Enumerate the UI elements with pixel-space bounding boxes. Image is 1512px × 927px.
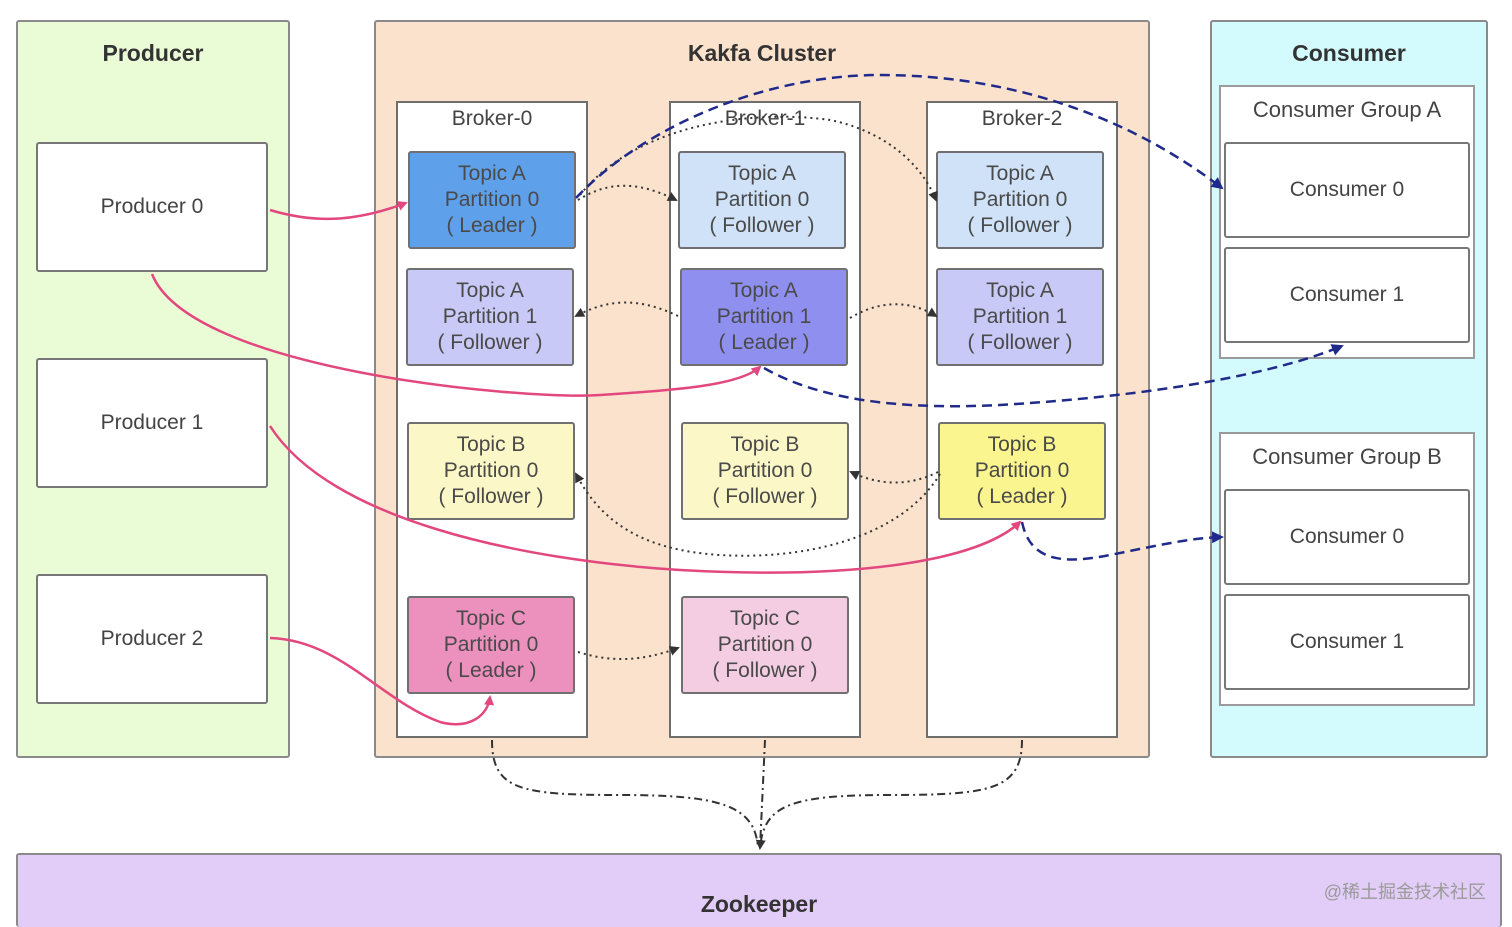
partition-role: ( Follower )	[712, 485, 818, 508]
partition-role: ( Leader )	[718, 331, 810, 354]
partition-number: Partition 1	[442, 305, 538, 328]
broker-1-topic-b-partition-0[interactable]: Topic B Partition 0 ( Follower )	[681, 422, 849, 520]
group-a-consumer-1[interactable]: Consumer 1	[1224, 247, 1470, 343]
partition-role: ( Leader )	[976, 485, 1068, 508]
partition-topic: Topic A	[728, 162, 796, 185]
consumer-group-b-title: Consumer Group B	[1252, 444, 1442, 469]
group-b-consumer-0[interactable]: Consumer 0	[1224, 489, 1470, 585]
partition-role: ( Leader )	[446, 214, 538, 237]
broker-2-topic-a-partition-1[interactable]: Topic A Partition 1 ( Follower )	[936, 268, 1104, 366]
partition-role: ( Follower )	[438, 485, 544, 508]
kafka-cluster-title: Kakfa Cluster	[687, 40, 837, 66]
partition-number: Partition 1	[972, 305, 1068, 328]
partition-number: Partition 0	[714, 188, 810, 211]
partition-role: ( Follower )	[709, 214, 815, 237]
partition-number: Partition 0	[443, 633, 539, 656]
consumer-panel-title: Consumer	[1292, 40, 1406, 66]
broker-1-title: Broker-1	[724, 107, 806, 130]
partition-role: ( Follower )	[967, 214, 1073, 237]
partition-topic: Topic A	[730, 279, 798, 302]
partition-role: ( Follower )	[712, 659, 818, 682]
partition-topic: Topic A	[986, 162, 1054, 185]
producer-panel-title: Producer	[102, 40, 204, 66]
consumer-group-a-title: Consumer Group A	[1252, 97, 1442, 122]
broker-1-topic-a-partition-1[interactable]: Topic A Partition 1 ( Leader )	[680, 268, 848, 366]
producer-2[interactable]: Producer 2	[36, 574, 268, 704]
watermark: @稀土掘金技术社区	[1323, 882, 1486, 902]
partition-role: ( Leader )	[445, 659, 537, 682]
partition-role: ( Follower )	[437, 331, 543, 354]
broker-0-topic-c-partition-0[interactable]: Topic C Partition 0 ( Leader )	[407, 596, 575, 694]
broker-1-topic-a-partition-0[interactable]: Topic A Partition 0 ( Follower )	[678, 151, 846, 249]
partition-topic: Topic A	[456, 279, 524, 302]
broker-0-topic-b-partition-0[interactable]: Topic B Partition 0 ( Follower )	[407, 422, 575, 520]
partition-topic: Topic C	[455, 607, 527, 630]
broker-2-title: Broker-2	[981, 107, 1063, 130]
partition-number: Partition 0	[974, 459, 1070, 482]
zookeeper-panel: Zookeeper	[16, 853, 1502, 927]
broker-2-topic-a-partition-0[interactable]: Topic A Partition 0 ( Follower )	[936, 151, 1104, 249]
partition-number: Partition 0	[972, 188, 1068, 211]
broker-0-topic-a-partition-1[interactable]: Topic A Partition 1 ( Follower )	[406, 268, 574, 366]
partition-topic: Topic A	[986, 279, 1054, 302]
partition-topic: Topic B	[456, 433, 526, 456]
partition-topic: Topic B	[730, 433, 800, 456]
partition-number: Partition 0	[717, 459, 813, 482]
producer-1[interactable]: Producer 1	[36, 358, 268, 488]
broker-0-title: Broker-0	[451, 107, 533, 130]
group-a-consumer-0[interactable]: Consumer 0	[1224, 142, 1470, 238]
partition-number: Partition 0	[717, 633, 813, 656]
group-b-consumer-1[interactable]: Consumer 1	[1224, 594, 1470, 690]
broker-2-topic-b-partition-0[interactable]: Topic B Partition 0 ( Leader )	[938, 422, 1106, 520]
producer-0[interactable]: Producer 0	[36, 142, 268, 272]
partition-role: ( Follower )	[967, 331, 1073, 354]
partition-topic: Topic B	[987, 433, 1057, 456]
zookeeper-title: Zookeeper	[700, 891, 818, 917]
broker-0-topic-a-partition-0[interactable]: Topic A Partition 0 ( Leader )	[408, 151, 576, 249]
partition-number: Partition 1	[716, 305, 812, 328]
partition-number: Partition 0	[444, 188, 540, 211]
partition-topic: Topic C	[729, 607, 801, 630]
broker-1-topic-c-partition-0[interactable]: Topic C Partition 0 ( Follower )	[681, 596, 849, 694]
partition-topic: Topic A	[458, 162, 526, 185]
partition-number: Partition 0	[443, 459, 539, 482]
